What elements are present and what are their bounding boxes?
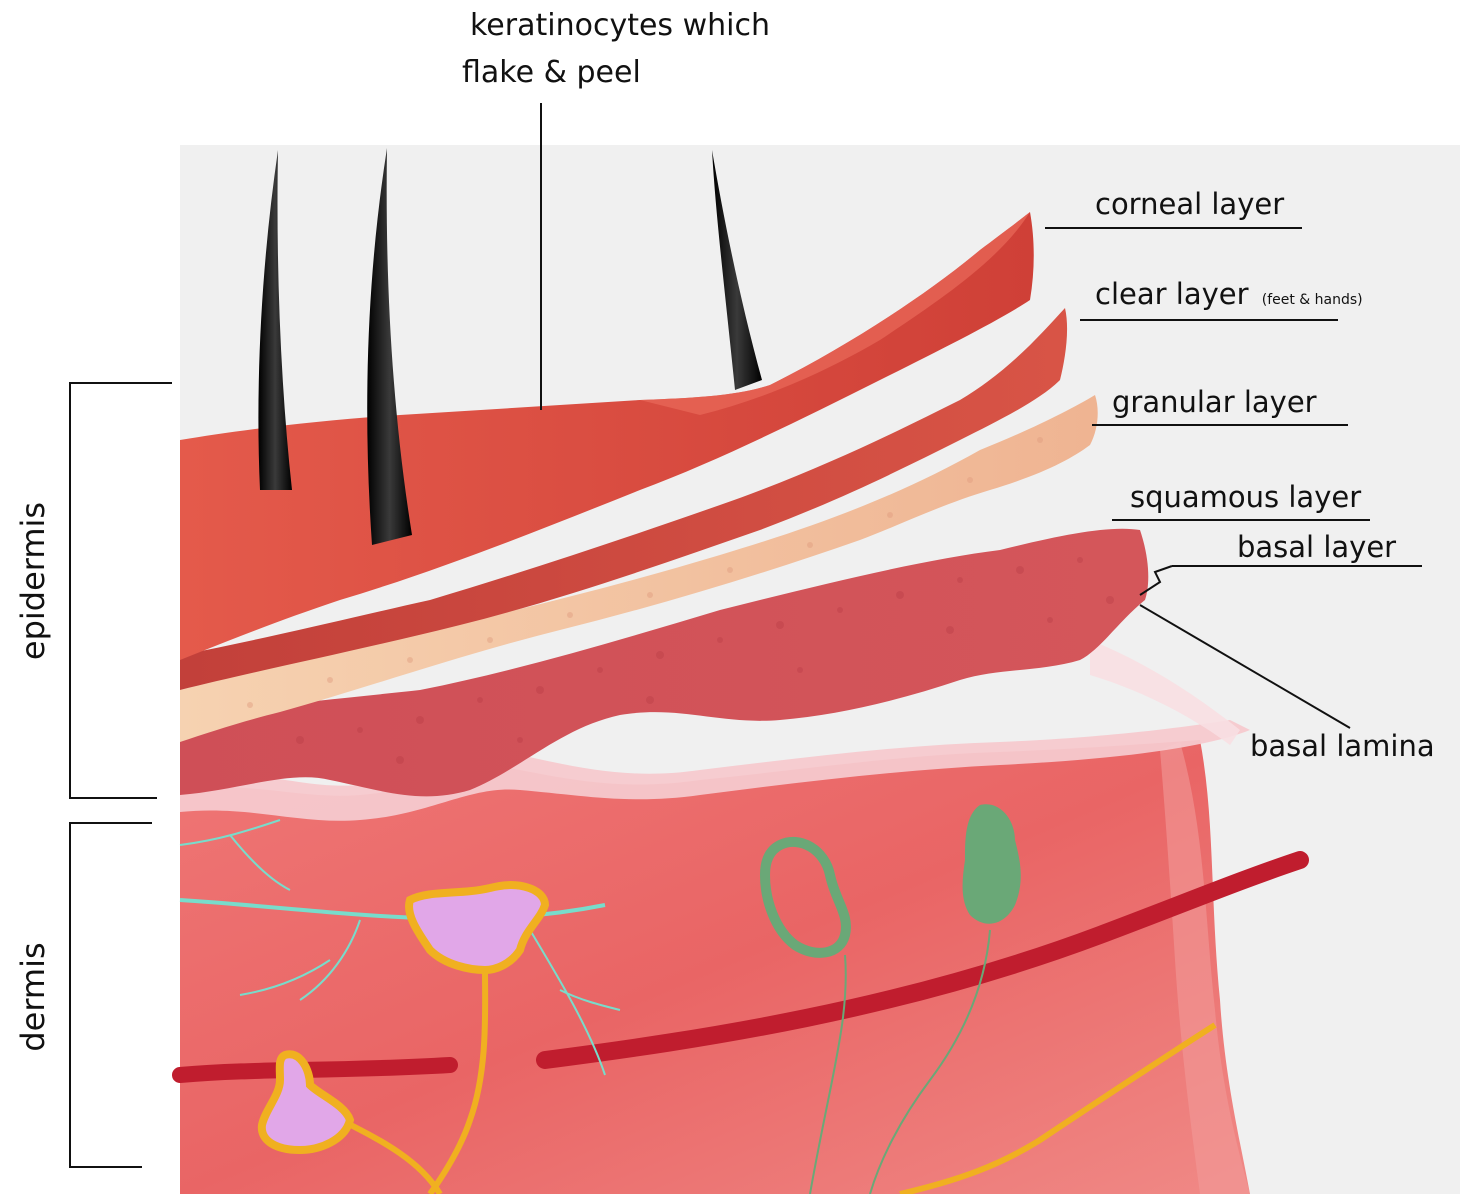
blood-vessel-lower [180,1065,450,1075]
label-granular-layer: granular layer [1112,385,1317,419]
label-dermis: dermis [14,942,52,1051]
label-corneal-layer: corneal layer [1095,187,1284,221]
label-basal-lamina: basal lamina [1250,729,1435,763]
label-basal-layer: basal layer [1237,530,1396,564]
label-squamous-layer: squamous layer [1130,480,1361,514]
label-clear-layer-note: (feet & hands) [1262,292,1363,308]
epidermis-bracket [70,383,172,798]
label-keratinocytes-line2: flake & peel [462,55,641,90]
label-epidermis: epidermis [14,502,52,660]
label-clear-layer-main: clear layer [1095,277,1249,311]
label-keratinocytes-line1: keratinocytes which [470,8,770,43]
dermis-bracket [70,823,152,1167]
